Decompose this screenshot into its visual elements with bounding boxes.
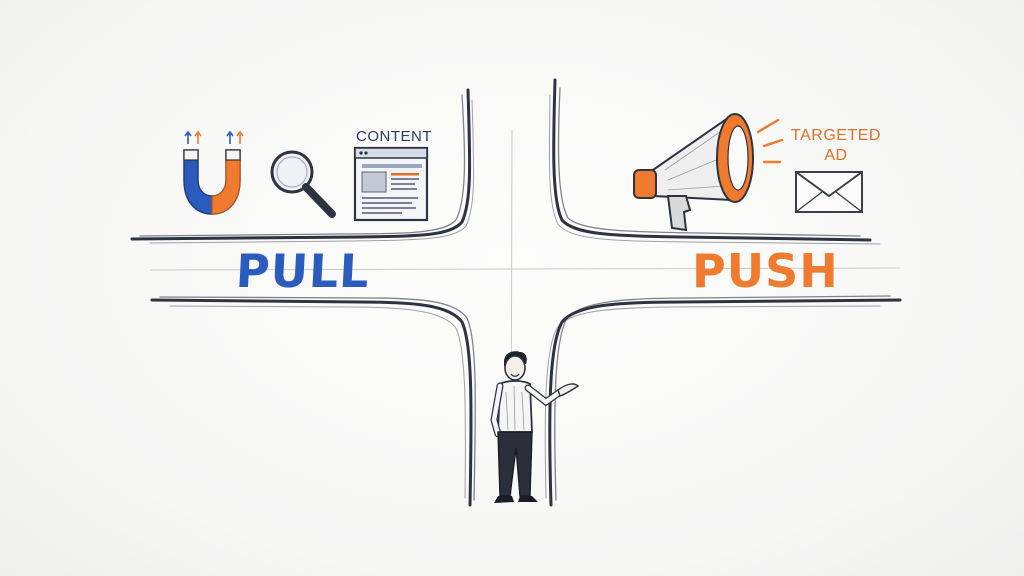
road-bottom-right <box>544 295 902 507</box>
road-top-left <box>130 88 475 244</box>
magnet-icon <box>183 130 244 215</box>
content-document-icon <box>353 146 429 222</box>
push-label: PUSH <box>692 244 839 298</box>
targeted-label-line2: AD <box>824 147 848 164</box>
road-top-right <box>548 78 881 245</box>
person-figure <box>490 351 580 503</box>
envelope-icon <box>795 171 863 213</box>
targeted-ad-label: TARGETED AD <box>786 126 886 166</box>
road-bottom-left <box>150 296 476 507</box>
content-label: CONTENT <box>356 128 432 145</box>
magnifying-glass-icon <box>270 150 336 218</box>
megaphone-icon <box>633 113 784 232</box>
pull-label: PULL <box>234 244 372 298</box>
targeted-label-line1: TARGETED <box>791 127 881 144</box>
